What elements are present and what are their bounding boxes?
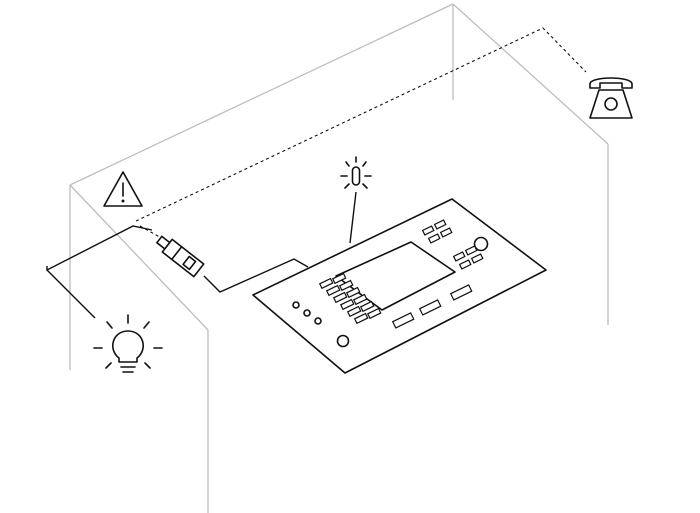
warning-triangle-icon [103, 171, 143, 207]
wire-lamp-drop [46, 269, 96, 319]
dashed-link-sensor [139, 225, 166, 241]
control-panel-icon [252, 198, 547, 374]
light-bulb-icon [93, 314, 163, 373]
panel-dot [314, 317, 322, 325]
panel-dot [292, 301, 300, 309]
panel-buttons-left [318, 272, 382, 325]
sensor-device-icon [156, 235, 205, 278]
panel-knob-right [473, 236, 489, 252]
panel-dot [303, 309, 311, 317]
panel-buttons-top [421, 219, 484, 270]
wire-lamp [46, 225, 153, 272]
panel-buttons-bottom [391, 284, 473, 329]
beacon-light-icon [340, 156, 372, 189]
wire-panel [203, 258, 309, 293]
dashed-link-telephone [135, 27, 587, 222]
wire-beacon [349, 191, 357, 244]
telephone-icon [589, 77, 633, 119]
panel-knob-left [336, 334, 350, 348]
room-walls [69, 3, 609, 513]
